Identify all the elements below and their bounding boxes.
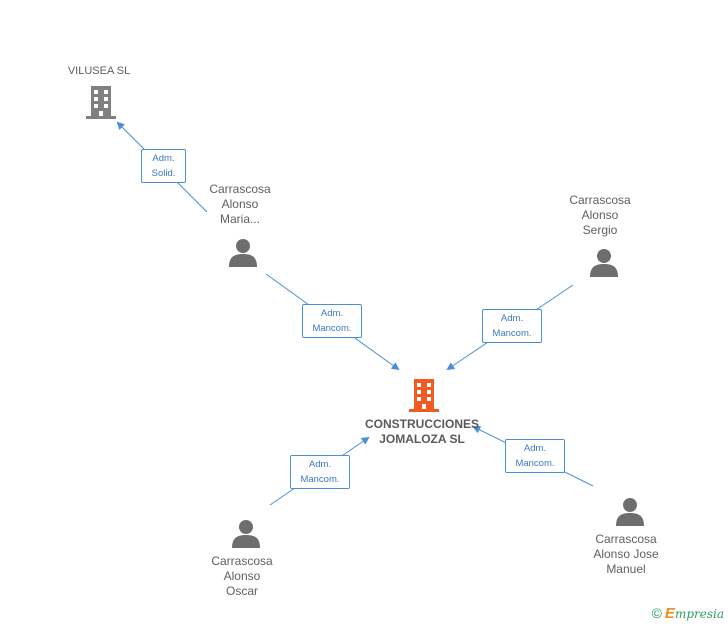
person-label-jose-manuel: Carrascosa Alonso Jose Manuel: [593, 532, 659, 576]
building-icon-main: [409, 379, 439, 412]
company-label-construcciones: CONSTRUCCIONES JOMALOZA SL: [364, 417, 479, 446]
person-node-jose-manuel[interactable]: Carrascosa Alonso Jose Manuel: [576, 532, 676, 577]
person-icon: [229, 239, 257, 267]
copyright-icon: ©: [651, 605, 662, 621]
person-label-maria: Carrascosa Alonso Maria...: [209, 182, 271, 226]
person-icon: [590, 249, 618, 277]
person-node-maria[interactable]: Carrascosa Alonso Maria...: [190, 182, 290, 227]
building-icon: [86, 86, 116, 119]
edge-badge-adm-solid[interactable]: Adm. Solid.: [141, 149, 186, 183]
company-node-construcciones[interactable]: CONSTRUCCIONES JOMALOZA SL: [352, 417, 492, 447]
person-label-oscar: Carrascosa Alonso Oscar: [211, 554, 273, 598]
person-icon: [232, 520, 260, 548]
edge-badge-adm-mancom[interactable]: Adm. Mancom.: [302, 304, 362, 338]
brand-footer[interactable]: ©Empresia: [652, 605, 724, 622]
edge-badge-adm-mancom[interactable]: Adm. Mancom.: [505, 439, 565, 473]
person-icon: [616, 498, 644, 526]
edge-badge-adm-mancom[interactable]: Adm. Mancom.: [482, 309, 542, 343]
brand-logo-initial: E: [664, 605, 675, 622]
edge-badge-adm-mancom[interactable]: Adm. Mancom.: [290, 455, 350, 489]
person-node-oscar[interactable]: Carrascosa Alonso Oscar: [192, 554, 292, 599]
brand-logo-text: mpresia: [674, 607, 724, 621]
company-label-vilusea: VILUSEA SL: [67, 65, 131, 77]
person-label-sergio: Carrascosa Alonso Sergio: [569, 193, 631, 237]
person-node-sergio[interactable]: Carrascosa Alonso Sergio: [550, 193, 650, 238]
company-node-vilusea[interactable]: VILUSEA SL: [48, 64, 150, 79]
